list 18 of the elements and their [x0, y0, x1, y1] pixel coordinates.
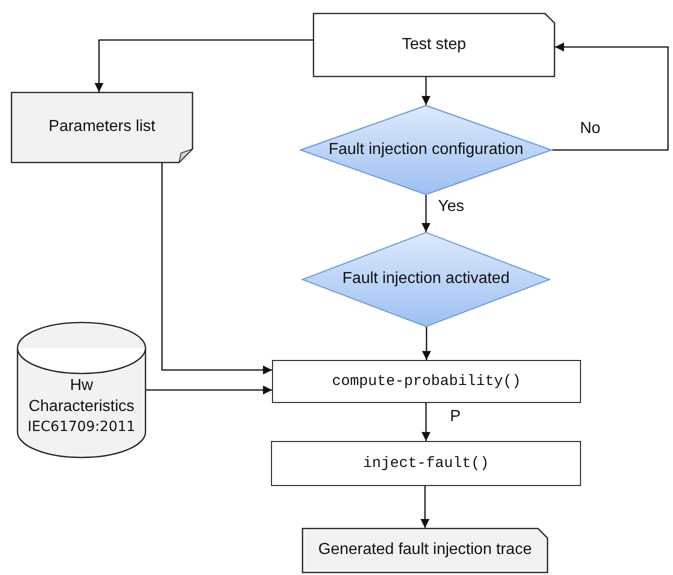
node-label: Fault injection configuration	[328, 140, 524, 160]
arrow	[161, 163, 272, 374]
node-label: Hw Characteristics	[28, 376, 136, 417]
arrow	[422, 77, 430, 105]
node-label: Parameters list	[48, 117, 156, 138]
node-label: Fault injection activated	[341, 269, 511, 290]
arrow	[552, 42, 669, 151]
arrow	[422, 327, 431, 360]
arrow	[420, 486, 430, 528]
arrow	[94, 39, 313, 92]
process-box: compute-probability()	[272, 360, 581, 403]
arrow	[146, 386, 272, 394]
standard-reference: IEC61709:2011	[26, 418, 136, 436]
node-label: Generated fault injection trace	[317, 540, 533, 560]
arrow	[422, 403, 430, 441]
node-label: Test step	[400, 34, 468, 55]
arrow	[422, 195, 430, 232]
process-box: inject-fault()	[271, 441, 581, 486]
